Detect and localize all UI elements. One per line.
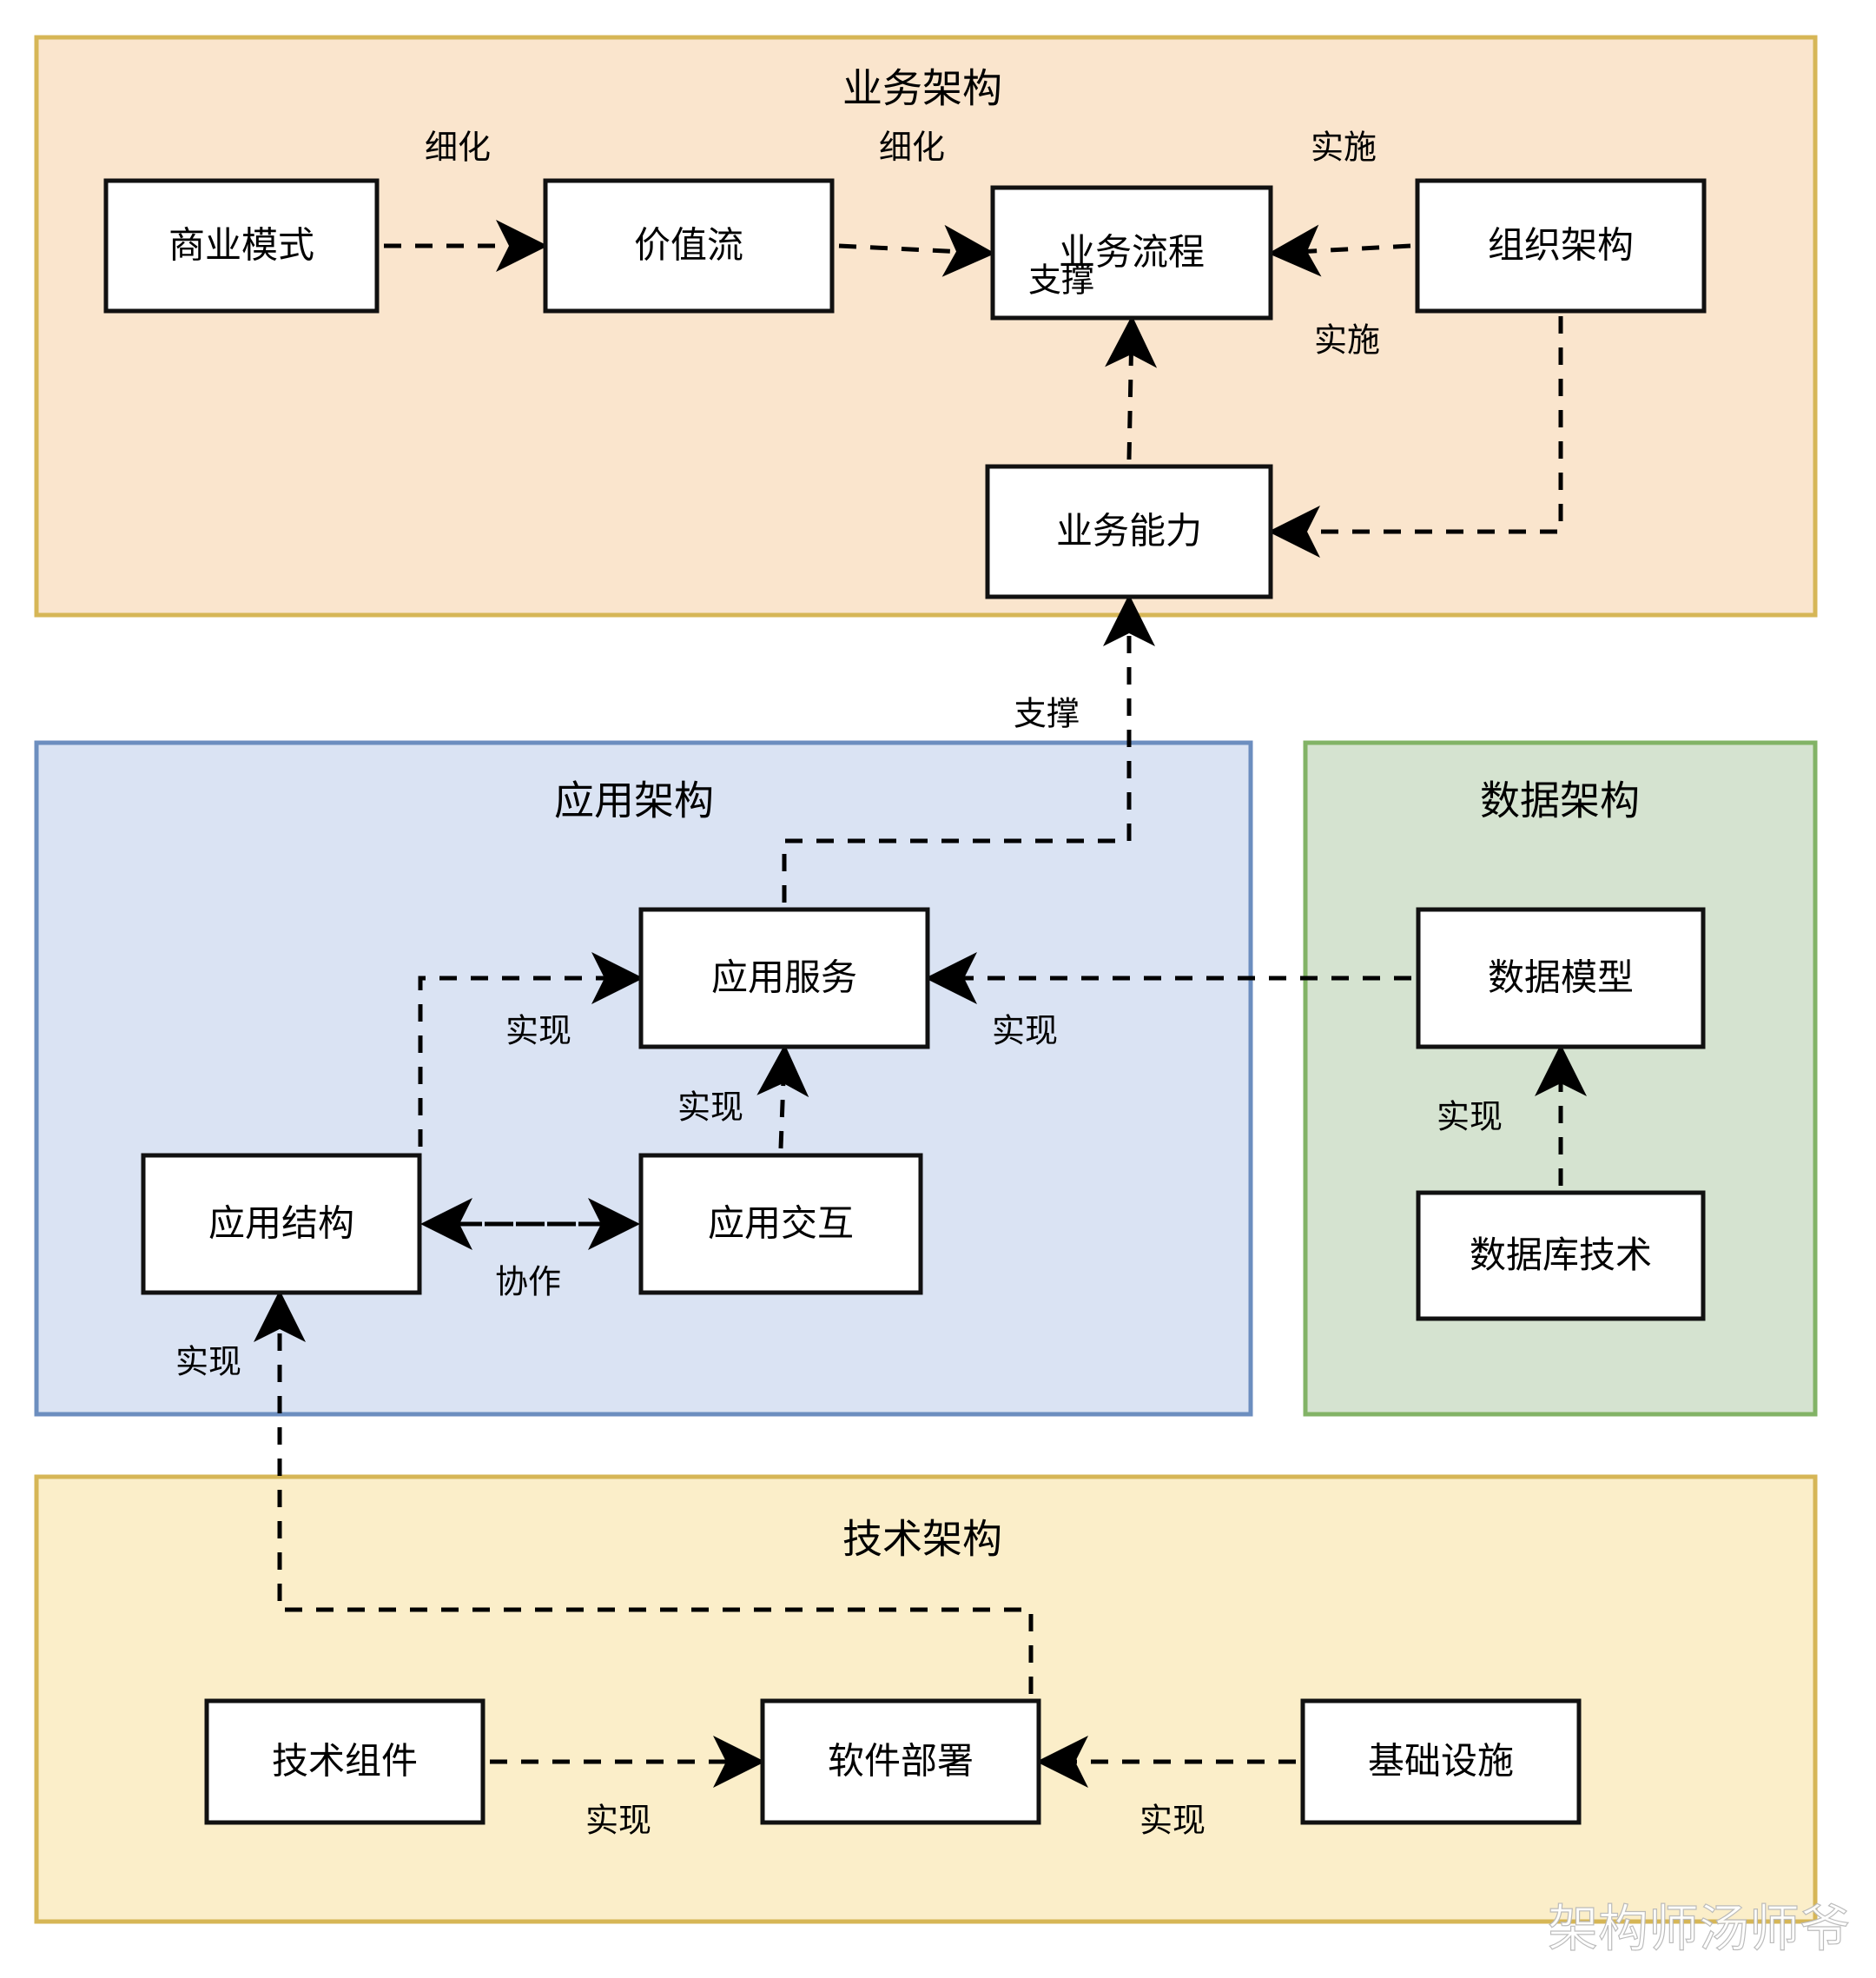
node-box-app-interaction[interactable] [638,1153,923,1295]
panel-business: 业务架构 [34,35,1818,618]
edge-value-stream-to-business-process [838,224,995,277]
node-box-database-tech[interactable] [1416,1190,1706,1321]
node-box-org-structure[interactable] [1415,178,1707,314]
edge-app-structure-to-app-service [418,952,644,1147]
edge-label-e7: 实现 [505,1012,571,1050]
watermark-text: 架构师汤师爷 [1548,1899,1850,1958]
node-org-structure[interactable]: 组织架构 [1415,178,1707,314]
node-box-software-deploy[interactable] [760,1698,1041,1825]
panel-title-data: 数据架构 [1480,777,1640,824]
node-label-business-capability: 业务能力 [1056,510,1202,552]
edge-software-deploy-to-app-structure [254,1290,1034,1694]
node-box-business-process[interactable] [990,185,1273,321]
edge-label-e1: 细化 [425,129,491,167]
node-box-business-capability[interactable] [985,464,1273,599]
node-box-data-model[interactable] [1416,907,1706,1049]
node-label-database-tech: 数据库技术 [1470,1234,1652,1276]
node-box-app-structure[interactable] [141,1153,422,1295]
edge-org-structure-to-business-capability [1268,316,1563,558]
node-app-service[interactable]: 应用服务 [638,907,930,1049]
panel-title-technology: 技术架构 [842,1516,1002,1563]
node-label-business-model: 商业模式 [168,224,314,267]
node-label-infrastructure: 基础设施 [1368,1740,1514,1783]
edge-app-interaction-to-app-service [756,1044,809,1149]
edge-label-e11: 实现 [1437,1098,1503,1136]
node-label-data-model: 数据模型 [1488,956,1634,999]
node-label-tech-component: 技术组件 [272,1740,418,1783]
edge-label-e8: 实现 [677,1088,743,1127]
edge-label-e10: 实现 [992,1012,1058,1050]
edge-label-e4: 支撑 [1028,261,1094,300]
node-box-business-model[interactable] [103,178,380,314]
node-value-stream[interactable]: 价值流 [543,178,835,314]
panel-application: 应用架构 [34,740,1253,1417]
node-box-app-service[interactable] [638,907,930,1049]
node-software-deploy[interactable]: 软件部署 [760,1698,1041,1825]
node-label-org-structure: 组织架构 [1488,224,1634,267]
edge-label-e12: 实现 [175,1343,241,1381]
node-data-model[interactable]: 数据模型 [1416,907,1706,1049]
node-label-business-process: 业务流程 [1059,231,1205,274]
panel-background-business [34,35,1818,618]
node-database-tech[interactable]: 数据库技术 [1416,1190,1706,1321]
edge-labels-layer: 细化细化实施支撑实施支撑实现实现协作实现实现实现实现实现 [175,129,1503,1840]
node-infrastructure[interactable]: 基础设施 [1300,1698,1582,1825]
panel-title-business: 业务架构 [842,65,1002,112]
edge-label-e9: 协作 [495,1263,561,1301]
node-business-process[interactable]: 业务流程 [990,185,1273,321]
edge-org-structure-to-business-process [1268,224,1411,277]
edge-label-e14: 实现 [1139,1802,1206,1840]
edge-label-e5: 实施 [1314,321,1380,360]
edge-label-e6: 支撑 [1014,695,1080,733]
edge-app-service-to-business-capability [782,594,1155,903]
node-box-infrastructure[interactable] [1300,1698,1582,1825]
edge-business-capability-to-business-process [1105,315,1158,460]
node-label-app-structure: 应用结构 [208,1202,354,1245]
node-label-software-deploy: 软件部署 [828,1740,974,1783]
edge-label-e3: 实施 [1311,129,1377,167]
panel-title-application: 应用架构 [554,777,714,824]
node-business-capability[interactable]: 业务能力 [985,464,1273,599]
node-box-value-stream[interactable] [543,178,835,314]
edges-layer [254,220,1587,1788]
edge-label-e2: 细化 [879,129,945,167]
node-box-tech-component[interactable] [204,1698,486,1825]
node-tech-component[interactable]: 技术组件 [204,1698,486,1825]
node-app-structure[interactable]: 应用结构 [141,1153,422,1295]
node-label-app-service: 应用服务 [711,956,857,999]
node-app-interaction[interactable]: 应用交互 [638,1153,923,1295]
node-business-model[interactable]: 商业模式 [103,178,380,314]
panel-background-application [34,740,1253,1417]
node-label-app-interaction: 应用交互 [708,1202,854,1245]
edge-label-e13: 实现 [585,1802,651,1840]
node-label-value-stream: 价值流 [634,224,743,267]
